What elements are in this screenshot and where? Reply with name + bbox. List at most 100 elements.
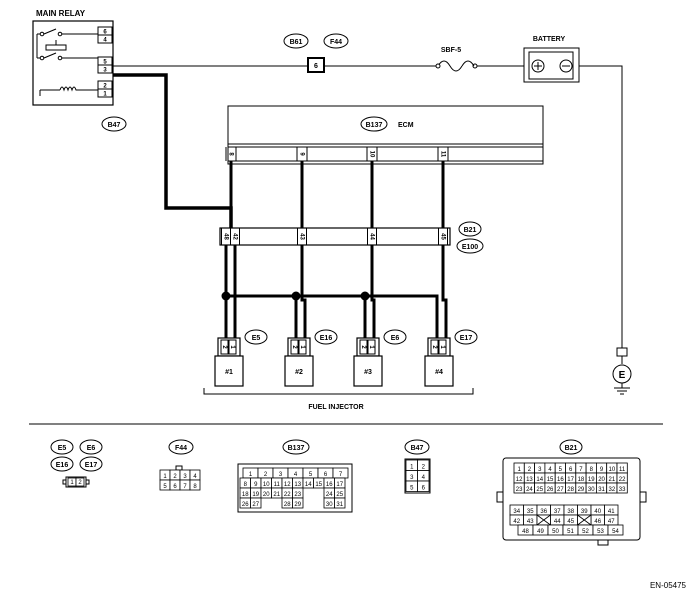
- cavity-number: 1: [70, 480, 74, 486]
- injector-body: [424, 355, 454, 387]
- battery-ground-wire: [579, 65, 623, 350]
- cavity-number: 24: [526, 487, 533, 493]
- cavity-number: 31: [336, 502, 343, 508]
- cavity-number: 7: [183, 484, 187, 490]
- cavity-number: 1: [517, 467, 521, 473]
- cavity-number: 9: [254, 482, 258, 488]
- relay-contacts: [36, 28, 98, 96]
- injector-pin-label: 1: [368, 345, 374, 349]
- cavity-number: 38: [567, 509, 574, 515]
- cavity-number: 3: [410, 475, 414, 481]
- cavity-number: 52: [582, 529, 589, 535]
- injector-pin: [430, 339, 439, 355]
- cavity-number: 2: [422, 465, 426, 471]
- connector-view-title: [79, 456, 103, 472]
- connector-view-title: [282, 439, 310, 455]
- ecm-pin-11: 11: [439, 151, 445, 158]
- cavity-number: 48: [522, 529, 529, 535]
- cavity-number: 29: [294, 502, 301, 508]
- cavity-number: 6: [173, 484, 177, 490]
- injector-connector-id: E16: [320, 335, 333, 342]
- cavity-number: 4: [422, 475, 426, 481]
- cavity-number: 4: [294, 472, 298, 478]
- relay-pin-label: 2: [103, 84, 107, 90]
- fuel-injector-bracket: [203, 388, 474, 395]
- cavity-number: 21: [273, 492, 280, 498]
- injector-number: #1: [225, 369, 233, 376]
- ecm-pin-8: 8: [227, 152, 233, 156]
- cavity-number: 44: [554, 519, 561, 525]
- svg-text:B21: B21: [464, 227, 477, 234]
- cavity-number: 27: [252, 502, 259, 508]
- connector-view-title: [168, 439, 194, 455]
- connector-cavity: [334, 497, 346, 509]
- connector-view-title: [79, 439, 103, 455]
- svg-text:B61: B61: [290, 39, 303, 46]
- f44-label: F44: [323, 33, 349, 49]
- cavity-number: 42: [513, 519, 520, 525]
- relay-pin-label: 4: [103, 38, 107, 44]
- cavity-number: 3: [538, 467, 542, 473]
- b21-connector-strip: [219, 227, 451, 246]
- cavity-number: 19: [252, 492, 259, 498]
- ground-symbol: E: [612, 364, 632, 395]
- injector-pin-label: 1: [299, 345, 305, 349]
- connector-cavity: [250, 497, 262, 509]
- injector-connector-label: [244, 329, 268, 345]
- e-connector-latch: [85, 479, 90, 485]
- cavity-number: 12: [284, 482, 291, 488]
- cavity-number: 30: [588, 487, 595, 493]
- blocked-cavity-mark: [536, 514, 551, 526]
- svg-text:E100: E100: [462, 244, 478, 251]
- cavity-number: 17: [567, 477, 574, 483]
- cavity-number: 20: [263, 492, 270, 498]
- cavity-number: 6: [569, 467, 573, 473]
- cavity-number: 45: [567, 519, 574, 525]
- cavity-number: 5: [309, 472, 313, 478]
- cavity-number: 46: [594, 519, 601, 525]
- connector-cavity: [292, 497, 304, 509]
- cavity-number: 53: [597, 529, 604, 535]
- injector-connector-id: E6: [391, 335, 400, 342]
- injector-pin: [290, 339, 299, 355]
- injector-number: #4: [435, 369, 443, 376]
- cavity-number: 13: [526, 477, 533, 483]
- cavity-number: 8: [193, 484, 197, 490]
- cavity-number: 3: [183, 474, 187, 480]
- cavity-number: 4: [193, 474, 197, 480]
- cavity-number: 2: [78, 480, 82, 486]
- cavity-number: 8: [244, 482, 248, 488]
- cavity-number: 32: [609, 487, 616, 493]
- cavity-number: 28: [284, 502, 291, 508]
- battery-label: BATTERY: [533, 36, 566, 43]
- cavity-number: 13: [294, 482, 301, 488]
- cavity-number: 9: [600, 467, 604, 473]
- cavity-number: 22: [619, 477, 626, 483]
- cavity-number: 7: [339, 472, 343, 478]
- blocked-cavity-mark: [577, 514, 592, 526]
- cavity-number: 54: [612, 529, 619, 535]
- relay-pin-1: [97, 88, 113, 98]
- connector-cavity: [616, 482, 628, 494]
- fuse-symbol: [437, 60, 463, 72]
- injector-body: [353, 355, 383, 387]
- ecm-label: ECM: [398, 122, 414, 129]
- cavity-number: 50: [552, 529, 559, 535]
- b21-pin-45: 45: [439, 233, 445, 240]
- cavity-number: 7: [579, 467, 583, 473]
- injector-pin: [359, 339, 368, 355]
- cavity-number: 23: [294, 492, 301, 498]
- cavity-number: 11: [274, 482, 281, 488]
- connector-view-title: [404, 439, 430, 455]
- cavity-number: 25: [336, 492, 343, 498]
- b61-label: B61: [283, 33, 309, 49]
- e100-label: E100: [456, 238, 484, 254]
- cavity-number: 39: [581, 509, 588, 515]
